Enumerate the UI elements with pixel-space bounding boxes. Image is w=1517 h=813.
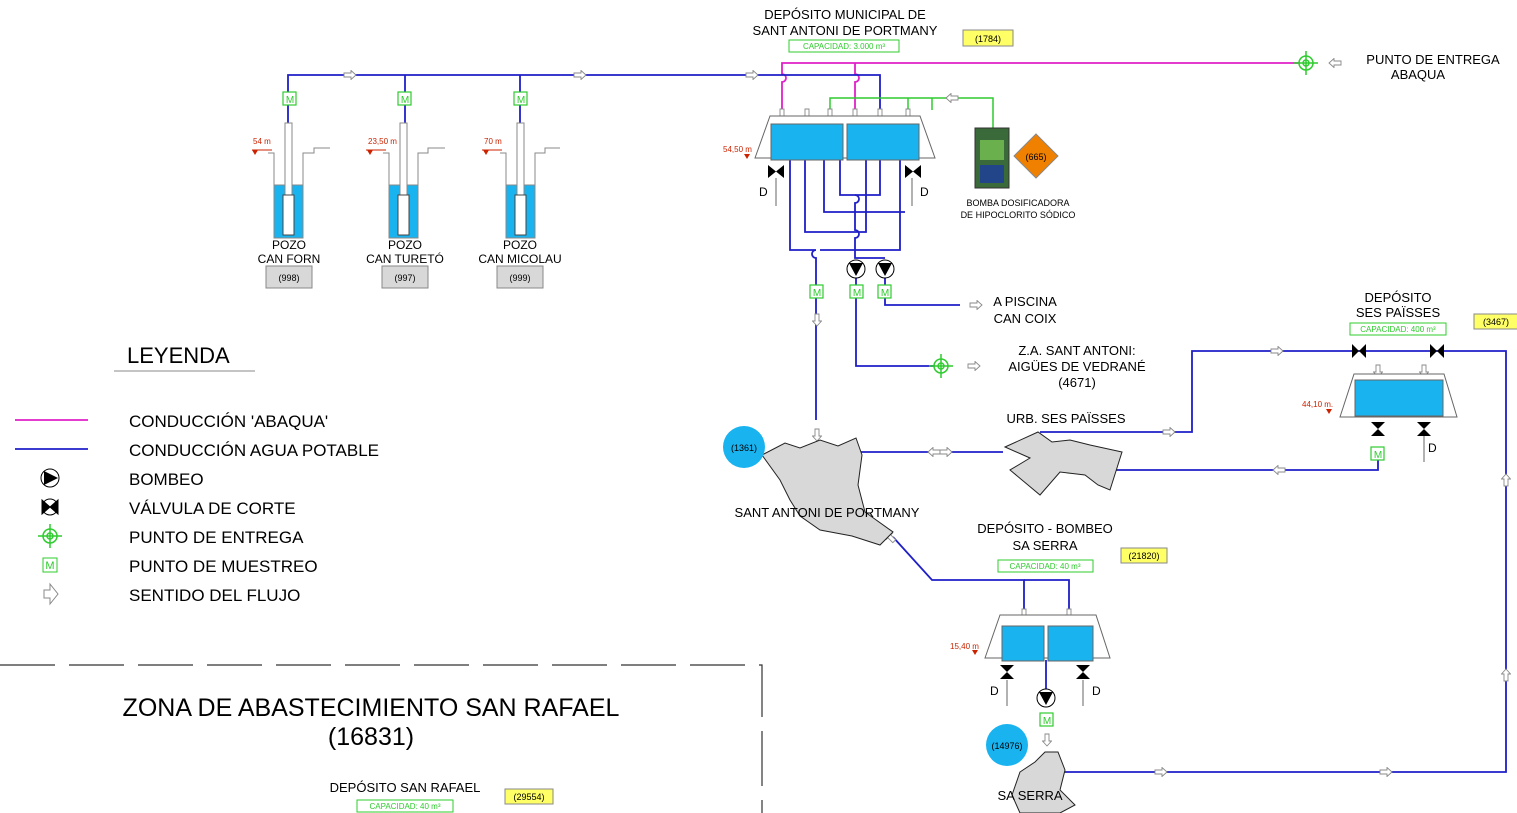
sa-serra-town-code: (14976) <box>991 741 1022 751</box>
legend-item-potable: CONDUCCIÓN AGUA POTABLE <box>129 441 379 460</box>
bomba-code: (665) <box>1025 152 1046 162</box>
sa-serra-title2: SA SERRA <box>1012 538 1077 553</box>
san-rafael-code: (29554) <box>513 792 544 802</box>
za-label3: (4671) <box>1058 375 1096 390</box>
potable-pipes <box>287 74 1507 773</box>
san-rafael-capacity: CAPACIDAD: 40 m³ <box>370 802 441 811</box>
pozo-level-2: 23,50 m <box>368 137 397 146</box>
municipal-code: (1784) <box>975 34 1001 44</box>
deposito-sa-serra-tank <box>984 614 1111 662</box>
deposito-ses-paisses-tank <box>1339 373 1458 418</box>
pump-icons <box>846 259 1056 708</box>
urb-label: URB. SES PAÏSSES <box>1007 411 1126 426</box>
san-rafael-title: DEPÓSITO SAN RAFAEL <box>330 780 481 795</box>
level-triangles <box>252 150 1332 655</box>
municipal-title2: SANT ANTONI DE PORTMANY <box>753 23 938 38</box>
pozo-3-name1: POZO <box>503 238 537 252</box>
pozo-1-name1: POZO <box>272 238 306 252</box>
abaqua-pipes <box>781 62 1300 110</box>
m-1: M <box>286 95 294 106</box>
legend-item-flujo: SENTIDO DEL FLUJO <box>129 586 300 605</box>
zona-title: ZONA DE ABASTECIMIENTO SAN RAFAEL <box>123 694 620 722</box>
legend-item-abaqua: CONDUCCIÓN 'ABAQUA' <box>129 412 328 431</box>
sa-serra-capacity: CAPACIDAD: 40 m³ <box>1010 562 1081 571</box>
entrega-abaqua-icon <box>1294 51 1318 75</box>
m-6: M <box>881 288 889 299</box>
legend-item-muestreo: PUNTO DE MUESTREO <box>129 557 318 576</box>
urb-ses-paisses-area <box>1003 431 1123 496</box>
ses-paisses-title1: DEPÓSITO <box>1365 290 1432 305</box>
piscina-label1: A PISCINA <box>993 294 1057 309</box>
pozo-level-1: 54 m <box>253 137 271 146</box>
m-3: M <box>517 95 525 106</box>
municipal-level: 54,50 m <box>723 145 752 154</box>
m-4: M <box>813 288 821 299</box>
ses-paisses-capacity: CAPACIDAD: 400 m³ <box>1360 325 1436 334</box>
legend-item-valvula: VÁLVULA DE CORTE <box>129 499 296 518</box>
drain-label-2: D <box>920 185 929 199</box>
m-2: M <box>401 95 409 106</box>
sa-serra-title1: DEPÓSITO - BOMBEO <box>977 521 1113 536</box>
sant-antoni-label: SANT ANTONI DE PORTMANY <box>735 505 920 520</box>
m-10: M <box>1043 716 1051 727</box>
legend-item-bombeo: BOMBEO <box>129 470 204 489</box>
sa-serra-town-label: SA SERRA <box>997 788 1062 803</box>
pozo-2-code: (997) <box>394 273 415 283</box>
municipal-title1: DEPÓSITO MUNICIPAL DE <box>764 7 926 22</box>
drain-pipes <box>775 178 1425 706</box>
legend-title: LEYENDA <box>127 343 230 368</box>
drain-label-5: D <box>1092 684 1101 698</box>
za-label2: AIGÜES DE VEDRANÉ <box>1008 359 1146 374</box>
bomba-dosificadora-icon <box>974 127 1059 189</box>
m-9: M <box>1374 450 1382 461</box>
municipal-capacity: CAPACIDAD: 3.000 m³ <box>803 42 885 51</box>
m-5: M <box>853 288 861 299</box>
pozo-2-name2: CAN TURETÓ <box>366 251 444 266</box>
valve-icons <box>768 165 1444 679</box>
pozo-2-name1: POZO <box>388 238 422 252</box>
pozo-1-name2: CAN FORN <box>258 252 321 266</box>
deposito-municipal-tank <box>754 115 936 161</box>
entrega-abaqua-label1: PUNTO DE ENTREGA <box>1366 52 1500 67</box>
sa-serra-level: 15,40 m <box>950 642 979 651</box>
ses-paisses-code: (3467) <box>1483 317 1509 327</box>
sa-serra-area <box>986 724 1076 813</box>
legend-m-icon: M <box>45 560 54 572</box>
ses-paisses-title2: SES PAÏSSES <box>1356 305 1441 320</box>
pozo-can-micolau <box>482 122 560 289</box>
bomba-label1: BOMBA DOSIFICADORA <box>966 198 1069 208</box>
pozo-1-code: (998) <box>278 273 299 283</box>
pozo-can-forn <box>252 122 330 289</box>
legend-item-entrega: PUNTO DE ENTREGA <box>129 528 304 547</box>
bomba-label2: DE HIPOCLORITO SÓDICO <box>961 210 1076 220</box>
sa-serra-code: (21820) <box>1128 551 1159 561</box>
pozo-level-3: 70 m <box>484 137 502 146</box>
sample-points <box>282 91 1385 783</box>
za-label1: Z.A. SANT ANTONI: <box>1018 343 1135 358</box>
entrega-abaqua-label2: ABAQUA <box>1391 67 1446 82</box>
sant-antoni-area <box>723 426 894 546</box>
pozo-can-tureto <box>366 122 445 289</box>
drain-label-4: D <box>990 684 999 698</box>
sant-antoni-code: (1361) <box>731 443 757 453</box>
entrega-za-icon <box>929 354 953 378</box>
zona-code: (16831) <box>328 723 414 751</box>
zona-boundary <box>0 664 763 813</box>
pozo-3-name2: CAN MICOLAU <box>478 252 561 266</box>
piscina-label2: CAN COIX <box>994 311 1057 326</box>
ses-paisses-level: 44,10 m. <box>1302 400 1333 409</box>
pozo-3-code: (999) <box>509 273 530 283</box>
drain-label-1: D <box>759 185 768 199</box>
drain-label-3: D <box>1428 441 1437 455</box>
chlorine-dosing-line <box>829 97 994 155</box>
